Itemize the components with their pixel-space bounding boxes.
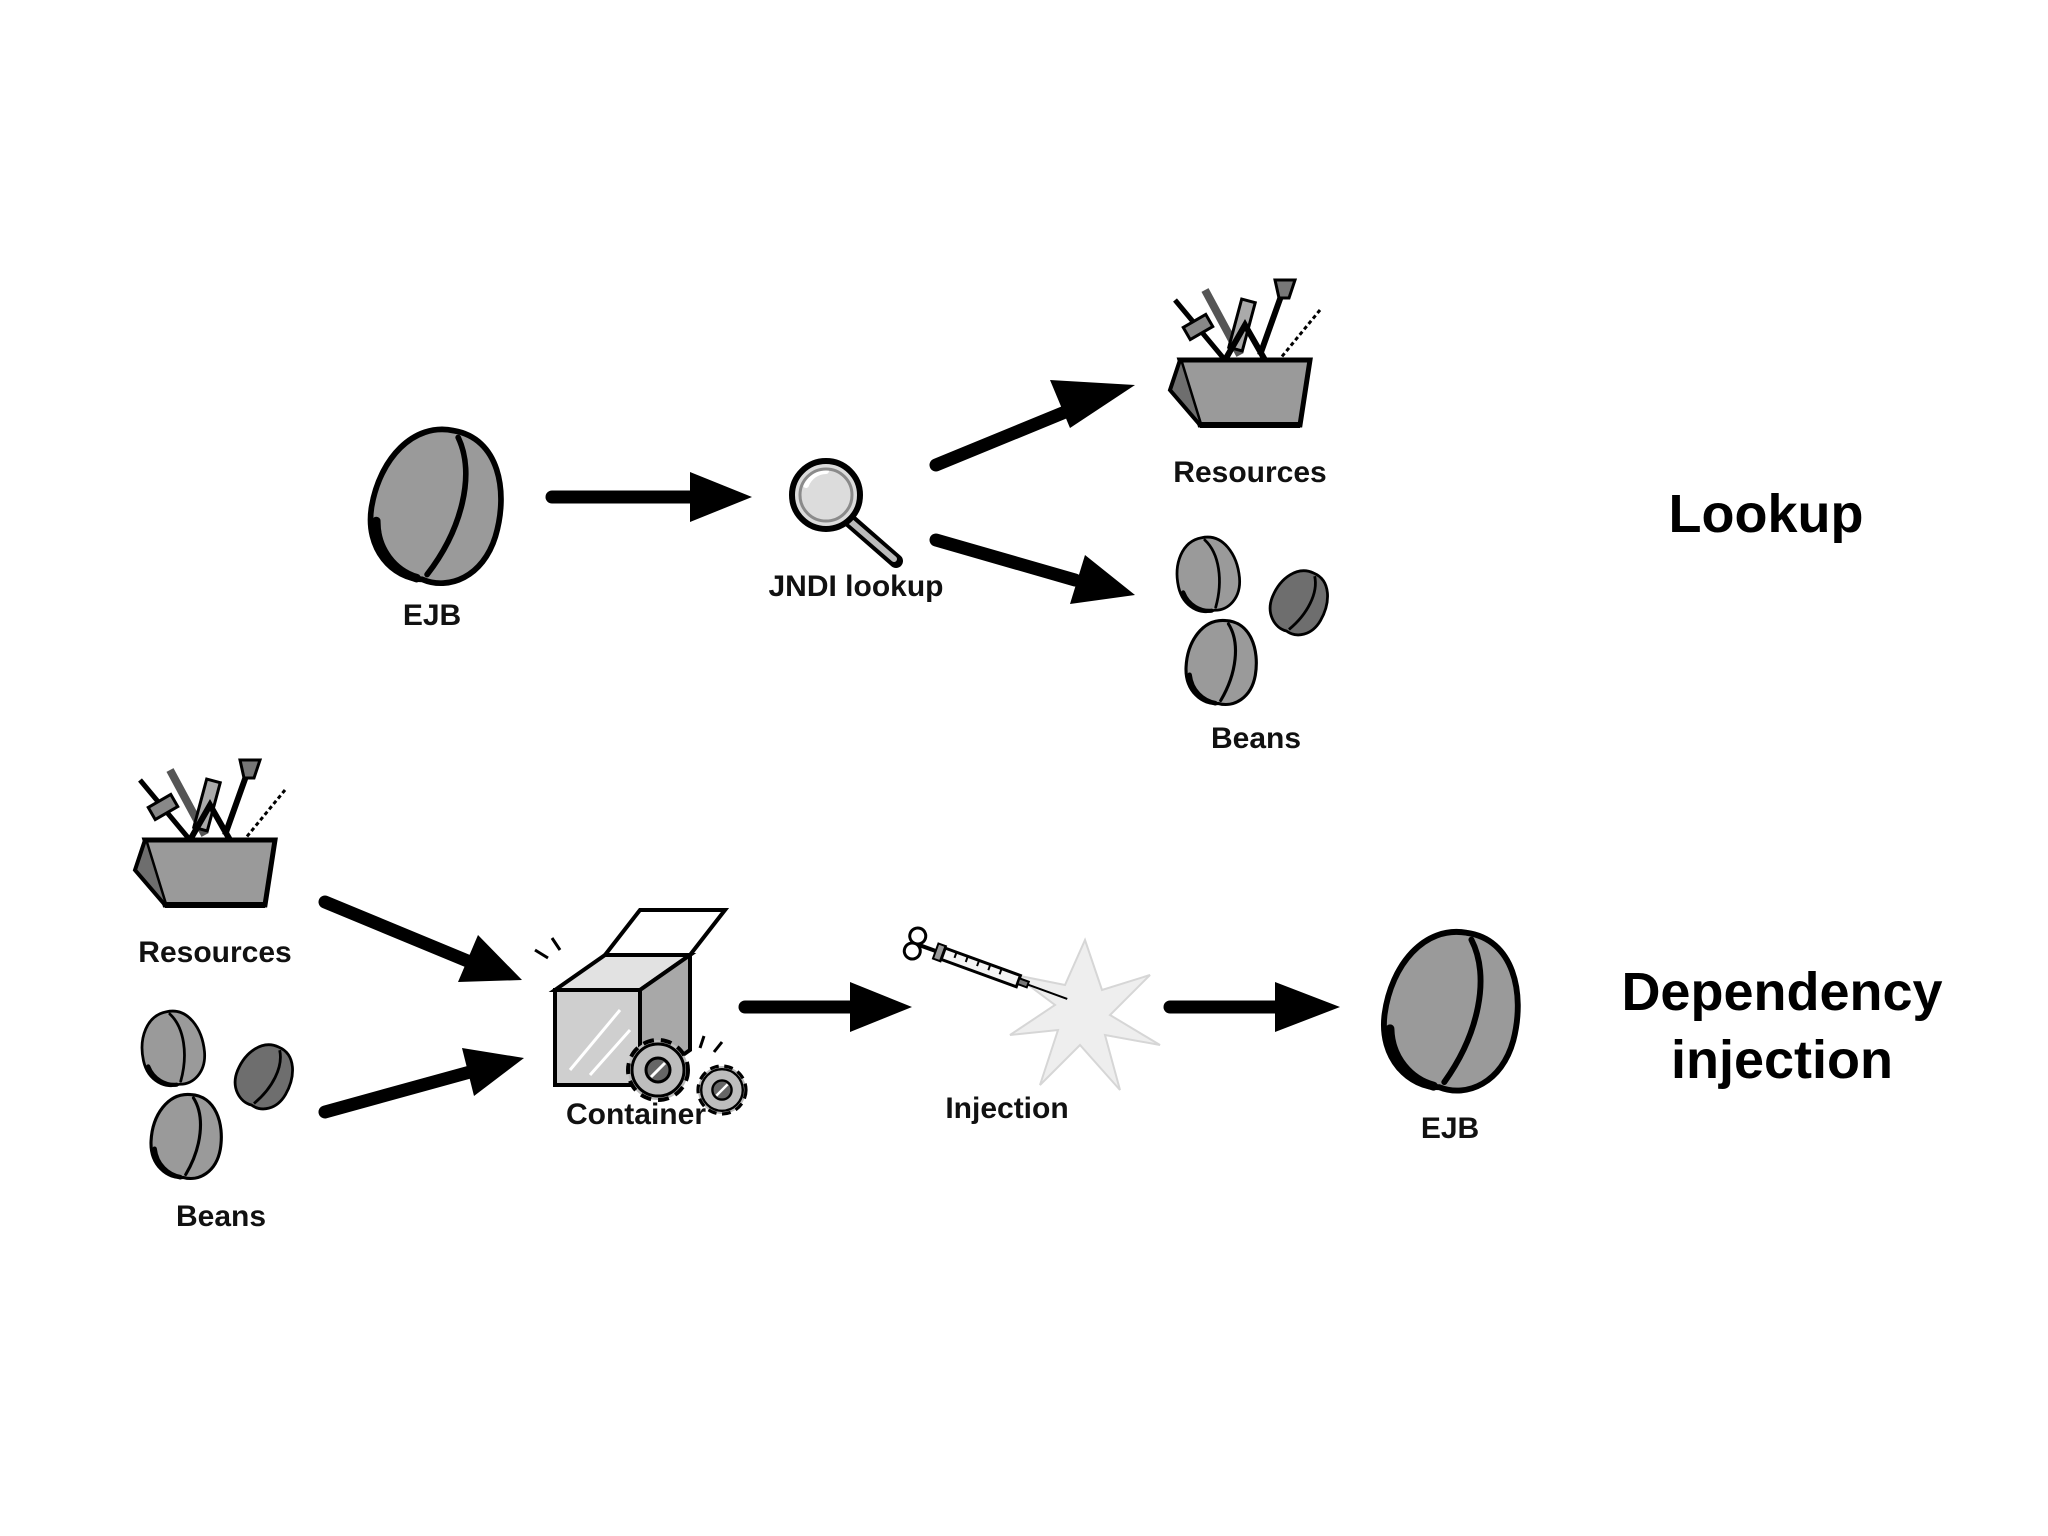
lookup-resources-label: Resources <box>1173 456 1326 489</box>
lookup-title: Lookup <box>1669 484 1864 544</box>
syringe-icon <box>900 923 1162 1092</box>
dependency-injection-title-line2: injection <box>1671 1030 1893 1090</box>
injection-label: Injection <box>945 1092 1068 1125</box>
arrow-jndi-to-resources <box>929 380 1135 472</box>
arrow-jndi-to-beans <box>929 533 1135 604</box>
injection-beans-icon <box>136 1006 303 1181</box>
injection-ejb-label: EJB <box>1421 1112 1479 1145</box>
injection-resources-label: Resources <box>138 936 291 969</box>
arrow-injection-to-ejb <box>1163 982 1340 1032</box>
arrow-beans-to-container <box>318 1048 524 1119</box>
container-icon <box>535 910 746 1114</box>
lookup-beans-label: Beans <box>1211 722 1301 755</box>
arrow-resources-to-container <box>318 895 522 982</box>
injection-ejb-icon <box>1373 921 1530 1099</box>
jndi-lookup-label: JNDI lookup <box>768 570 943 603</box>
lookup-beans-icon <box>1171 532 1338 707</box>
arrow-ejb-to-jndi <box>545 472 752 522</box>
container-label: Container <box>566 1098 706 1131</box>
injection-beans-label: Beans <box>176 1200 266 1233</box>
injection-resources-icon <box>135 760 285 905</box>
lookup-ejb-icon <box>359 417 516 593</box>
lookup-ejb-label: EJB <box>403 599 461 632</box>
lookup-resources-icon <box>1170 280 1320 425</box>
magnifier-icon <box>792 461 896 561</box>
dependency-injection-title-line1: Dependency <box>1621 962 1942 1022</box>
arrow-container-to-injection <box>738 982 912 1032</box>
